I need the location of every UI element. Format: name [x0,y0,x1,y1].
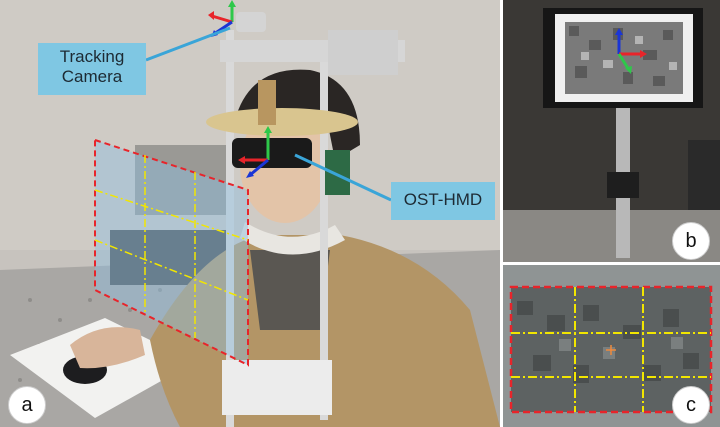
panel-a-scene [0,0,500,427]
panel-label-c: c [672,386,710,424]
virtual-plane-grid [94,155,249,338]
vertical-brace [258,80,276,125]
overlay-grid [511,287,711,412]
coordinate-axes-icon [615,28,647,74]
tracking-camera-callout: Tracking Camera [38,43,146,95]
metal-case [135,145,230,215]
virtual-plane-border [94,138,249,367]
ost-hmd-icon [232,138,312,168]
rod-right [320,40,328,420]
callout-pointer-hmd [294,153,392,202]
base-block [222,360,332,415]
top-clamp [328,30,398,75]
shirt [250,250,330,330]
forehead-band [206,108,358,136]
panel-label-a: a [8,386,46,424]
center-crosshair [606,345,616,355]
ost-hmd-callout: OST-HMD [391,182,495,220]
panel-a-photo [0,0,500,427]
callout-pointer-tracking [145,26,231,62]
side-equipment [688,140,720,210]
tracking-camera-icon [236,12,266,32]
hand [70,327,145,369]
coordinate-axes-icon [238,126,272,178]
tracking-camera-label: Tracking Camera [59,47,125,86]
overlay-border [509,285,713,414]
rod-left [226,30,234,427]
chin-rest [240,222,345,255]
panel-label-b: b [672,222,710,260]
ost-hmd-label: OST-HMD [403,190,483,209]
coordinate-axes-icon [208,0,236,37]
stand-clamp [607,172,639,198]
panel-b-photo [503,0,720,262]
panel-b-scene [503,0,720,262]
hmd-board [325,150,350,195]
